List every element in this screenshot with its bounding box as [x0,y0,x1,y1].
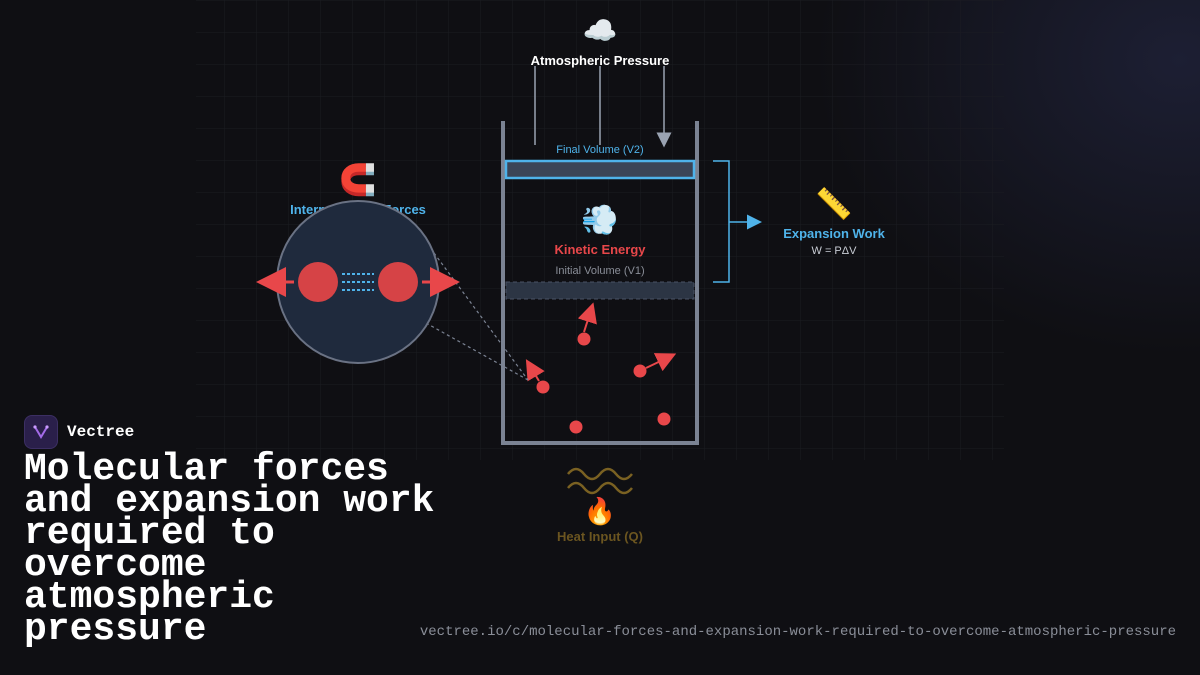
molecule-left [298,262,338,302]
heat-waves [567,467,633,495]
final-piston [504,159,696,180]
atmospheric-pressure-label: Atmospheric Pressure [531,53,670,68]
source-url[interactable]: vectree.io/c/molecular-forces-and-expans… [419,624,1176,640]
molecule [536,380,550,394]
ruler-icon: 📏 [815,186,852,222]
expansion-formula: W = PΔV [812,245,858,257]
brand: Vectree [24,415,134,449]
molecule [577,332,591,346]
final-volume-label: Final Volume (V2) [556,144,643,156]
velocity-arrow [577,302,597,333]
kinetic-energy-label: Kinetic Energy [554,242,646,257]
molecule [657,412,671,426]
molecule-right [378,262,418,302]
page-title: Molecular forces and expansion work requ… [24,448,435,651]
dash-icon: 💨 [581,203,618,238]
cylinder-walls [501,121,699,445]
molecule [633,364,647,378]
velocity-arrow [525,359,545,382]
cloud-icon: ☁️ [583,14,618,47]
heat-input-label: Heat Input (Q) [557,529,643,544]
brand-name: Vectree [67,423,135,441]
expansion-work-label: Expansion Work [783,226,885,241]
fire-icon: 🔥 [584,496,616,527]
velocity-arrow [645,353,677,372]
zoom-line [425,322,529,381]
vectree-logo-icon [24,415,58,449]
initial-volume-label: Initial Volume (V1) [555,265,644,277]
attraction-lines [342,273,374,291]
initial-piston [505,281,695,300]
magnet-icon: 🧲 [339,162,376,198]
molecule [569,420,583,434]
